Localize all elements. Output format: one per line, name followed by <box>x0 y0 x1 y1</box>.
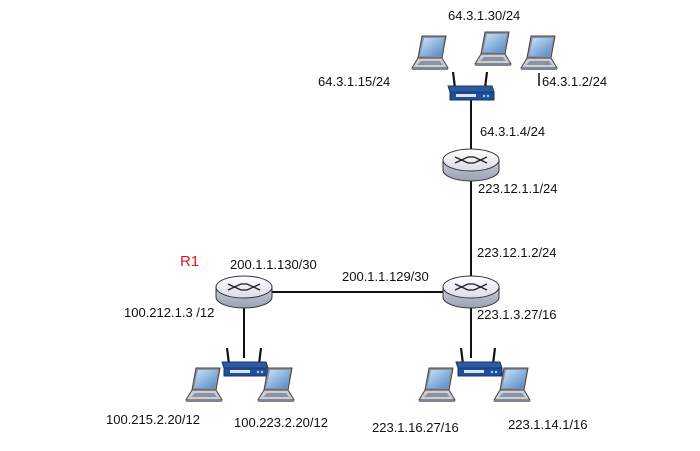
label-r1-right-iface: 200.1.1.130/30 <box>230 257 317 272</box>
bottom-left-wireless-segment <box>185 346 295 403</box>
top-wireless-segment <box>411 31 558 102</box>
label-host-br-2: 223.1.14.1/16 <box>508 417 588 432</box>
laptop-icon <box>418 367 456 403</box>
label-host-bl-2: 100.223.2.20/12 <box>234 415 328 430</box>
label-right-router-upper: 223.12.1.2/24 <box>477 245 557 260</box>
laptop-icon <box>411 35 449 71</box>
laptop-icon <box>520 35 558 71</box>
laptop-icon <box>185 367 223 403</box>
router-icon <box>215 275 273 309</box>
router-r1-name: R1 <box>180 253 199 270</box>
router-icon <box>442 275 500 309</box>
links <box>243 98 472 358</box>
label-host-bl-1: 100.215.2.20/12 <box>106 412 200 427</box>
label-top-router-lower: 223.12.1.1/24 <box>478 181 558 196</box>
label-top-host-left: 64.3.1.15/24 <box>318 74 390 89</box>
label-top-router-upper: 64.3.1.4/24 <box>480 124 545 139</box>
router-icon <box>442 148 500 182</box>
wireless-access-point-icon <box>454 346 504 378</box>
laptop-icon <box>474 31 512 67</box>
label-top-host-right: 64.3.1.2/24 <box>542 74 607 89</box>
label-r1-down-iface: 100.212.1.3 /12 <box>124 305 214 320</box>
label-right-router-left-iface: 200.1.1.129/30 <box>342 269 429 284</box>
wireless-access-point-icon <box>446 70 496 102</box>
label-host-br-1: 223.1.16.27/16 <box>372 420 459 435</box>
bottom-right-wireless-segment <box>418 346 531 403</box>
label-top-host-center: 64.3.1.30/24 <box>448 8 520 23</box>
label-right-router-down-iface: 223.1.3.27/16 <box>477 307 557 322</box>
